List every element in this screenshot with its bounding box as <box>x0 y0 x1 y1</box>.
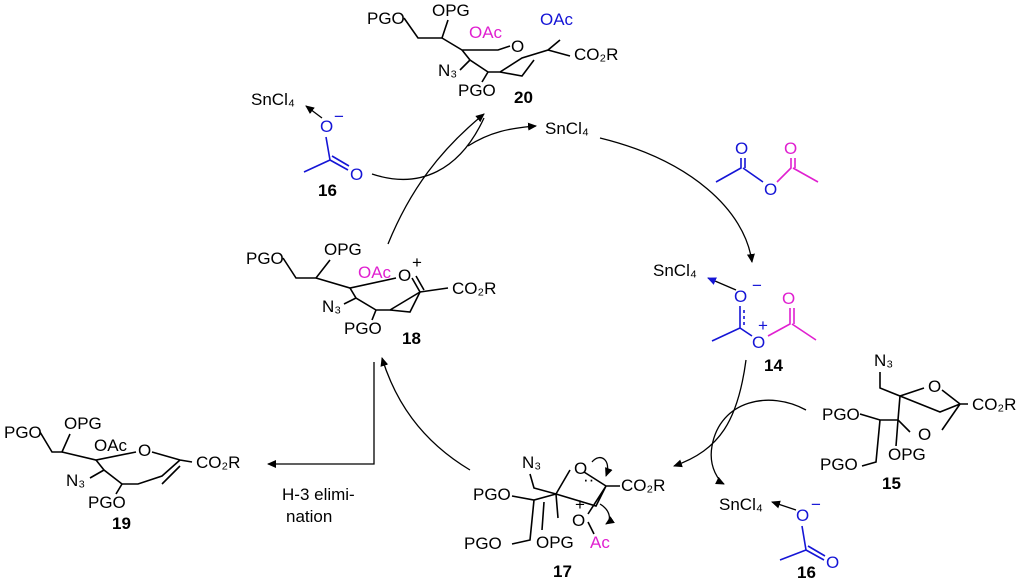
anh-o-bridge: O <box>764 180 777 199</box>
c16a-minus: − <box>334 107 344 126</box>
c17-ac: Ac <box>590 533 610 552</box>
c14-o-magenta: O <box>782 289 795 308</box>
compound-15: N₃ O CO₂R PGO O OPG PGO 15 <box>820 351 1016 493</box>
c16b-number: 16 <box>797 563 816 582</box>
c19-ring-o: O <box>138 441 151 460</box>
c16b-sncl4: SnCl₄ <box>719 495 763 514</box>
c19-number: 19 <box>112 514 131 533</box>
c20-number: 20 <box>514 88 533 107</box>
acetic-anhydride: O O O <box>715 139 819 199</box>
c15-co2r: CO₂R <box>972 395 1016 414</box>
c20-pgo-2: PGO <box>458 81 496 100</box>
c14-o-bridge: O <box>752 333 765 352</box>
c17-n3: N₃ <box>522 453 541 472</box>
c17-pgo-1: PGO <box>473 485 511 504</box>
compound-16-top: SnCl₄ O − O 16 <box>251 90 363 200</box>
c17-o-bridge: O <box>572 511 585 530</box>
arrow-15-release <box>710 399 807 485</box>
c16a-o-carbonyl: O <box>350 165 363 184</box>
c17-o-top: O <box>574 459 587 478</box>
c18-co2r: CO₂R <box>452 279 496 298</box>
c17-pgo-2: PGO <box>464 534 502 553</box>
c19-oac: OAc <box>94 436 128 455</box>
compound-17: N₃ O ·· CO₂R PGO + O Ac PGO OPG 17 <box>464 453 665 581</box>
c15-pgo-1: PGO <box>822 405 860 424</box>
c18-opg: OPG <box>324 240 362 259</box>
elimination-label-1: H-3 elimi- <box>282 485 355 504</box>
c20-pgo-1: PGO <box>367 9 405 28</box>
sncl4-top: SnCl₄ <box>545 119 589 138</box>
compound-20: PGO OPG OAc OAc O CO₂R N₃ PGO 20 <box>367 1 618 107</box>
c17-lone-pair-dots: ·· <box>583 470 594 489</box>
c19-pgo-2: PGO <box>88 493 126 512</box>
c20-opg: OPG <box>432 1 470 20</box>
arrow-sncl4-to-14 <box>599 137 755 263</box>
c16b-o-minus: O <box>796 506 809 525</box>
c14-plus: + <box>758 316 768 335</box>
c20-ring-o: O <box>511 37 524 56</box>
anh-o-magenta: O <box>784 139 797 158</box>
arrow-18-to-20 <box>387 113 485 245</box>
c16b-minus: − <box>811 495 821 514</box>
c19-opg: OPG <box>64 414 102 433</box>
c18-oac: OAc <box>358 263 392 282</box>
c18-ring-o: O <box>398 266 411 285</box>
c15-o-top: O <box>928 377 941 396</box>
c20-n3: N₃ <box>438 61 457 80</box>
c15-number: 15 <box>882 474 901 493</box>
c15-opg: OPG <box>888 445 926 464</box>
c15-pgo-2: PGO <box>820 455 858 474</box>
c20-oac-blue: OAc <box>540 10 574 29</box>
c14-number: 14 <box>764 356 783 375</box>
c14-o-minus: O <box>734 287 747 306</box>
c16b-o-carbonyl: O <box>826 553 839 572</box>
c18-n3: N₃ <box>322 297 341 316</box>
c16a-sncl4: SnCl₄ <box>251 90 295 109</box>
c17-plus: + <box>575 495 585 514</box>
compound-19: PGO OPG OAc O CO₂R N₃ PGO 19 <box>4 414 240 533</box>
c16a-number: 16 <box>318 181 337 200</box>
c18-plus: + <box>412 253 422 272</box>
anh-o-blue: O <box>735 139 748 158</box>
c18-pgo-2: PGO <box>344 319 382 338</box>
arrow-17-to-18 <box>380 357 471 471</box>
c19-n3: N₃ <box>66 471 85 490</box>
c19-pgo-1: PGO <box>4 423 42 442</box>
compound-18: PGO OPG OAc O + CO₂R N₃ PGO 18 <box>246 240 496 348</box>
arrow-release-sncl4 <box>467 122 537 147</box>
c14-sncl4: SnCl₄ <box>653 261 697 280</box>
c18-number: 18 <box>402 329 421 348</box>
c19-co2r: CO₂R <box>196 453 240 472</box>
c20-co2r: CO₂R <box>574 45 618 64</box>
elimination-label-2: nation <box>286 507 332 526</box>
c17-co2r: CO₂R <box>621 476 665 495</box>
c17-opg: OPG <box>536 533 574 552</box>
arrow-16-attack <box>371 117 485 181</box>
c14-minus: − <box>752 276 762 295</box>
c15-o-bridge: O <box>918 425 931 444</box>
c15-n3: N₃ <box>874 351 893 370</box>
arrow-14-to-17 <box>673 359 747 468</box>
c16a-o-minus: O <box>320 117 333 136</box>
compound-16-bottom: SnCl₄ O − O 16 <box>719 495 839 582</box>
c20-oac-magenta: OAc <box>469 23 503 42</box>
c18-pgo-1: PGO <box>246 249 284 268</box>
compound-14: SnCl₄ O − O + O 14 <box>653 261 817 375</box>
c17-number: 17 <box>553 562 572 581</box>
arrow-18-to-19 <box>267 362 375 468</box>
